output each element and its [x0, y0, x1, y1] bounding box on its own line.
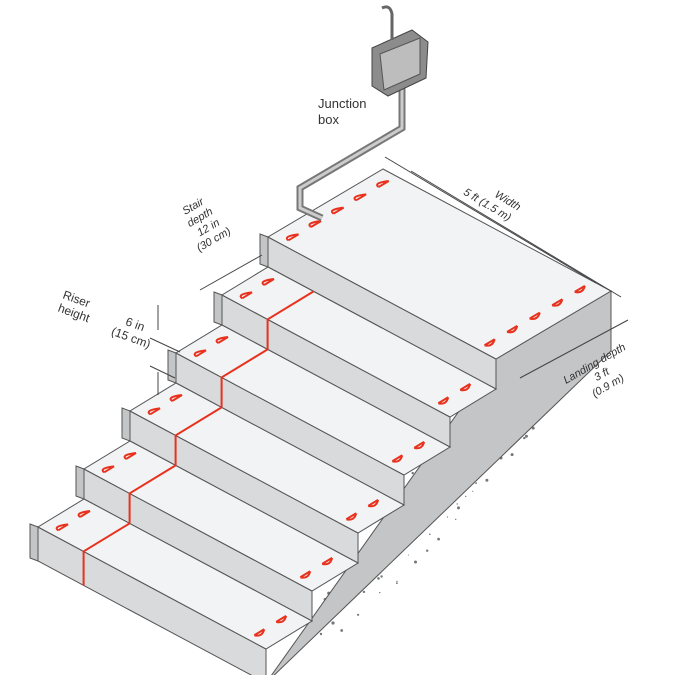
- gravel-speck: [396, 582, 398, 585]
- heating-cable-run: [55, 509, 288, 637]
- heating-cable-riser: [266, 290, 315, 350]
- step-left-face: [75, 465, 85, 500]
- gravel-speck: [340, 629, 344, 632]
- gravel-speck: [379, 591, 381, 594]
- gravel-speck: [411, 471, 414, 475]
- stair-steps: [29, 168, 613, 675]
- gravel-speck: [331, 621, 335, 625]
- gravel-speck: [380, 575, 383, 578]
- gravel-speck: [414, 560, 417, 564]
- step-left-face: [167, 349, 177, 384]
- width-extension-line: [410, 170, 622, 298]
- gravel-speck: [319, 632, 323, 636]
- step-left-face: [259, 233, 269, 268]
- gravel-speck: [472, 490, 474, 492]
- gravel-speck: [429, 533, 431, 536]
- heating-cable-riser: [82, 522, 131, 586]
- gravel-speck: [523, 436, 526, 440]
- step-left-face: [213, 291, 223, 326]
- riser-extension-line: [149, 365, 176, 379]
- heating-cable-run: [239, 277, 472, 405]
- gravel-speck: [396, 580, 398, 583]
- width-dimension-line: [384, 156, 597, 284]
- heating-cable-run: [285, 179, 586, 347]
- heating-cable-riser: [174, 406, 223, 466]
- junction-box-face: [379, 37, 421, 91]
- gravel-speck: [446, 516, 449, 518]
- riser-extension-line: [149, 337, 181, 353]
- gravel-speck: [455, 518, 457, 521]
- heating-cable: [55, 179, 586, 637]
- gravel-speck: [524, 434, 528, 438]
- junction-label: box: [318, 112, 339, 127]
- gravel-speck: [456, 503, 458, 505]
- heating-cable-run: [101, 451, 334, 579]
- gravel-speck: [485, 478, 489, 482]
- gravel-speck: [408, 554, 409, 556]
- gravel-speck: [437, 537, 440, 541]
- heating-cable-riser: [128, 464, 177, 524]
- gravel-speck: [475, 482, 477, 484]
- gravel-speck: [457, 506, 460, 510]
- riser-height-value: 6 in: [124, 314, 147, 334]
- junction-box: [296, 5, 429, 222]
- gravel-speck: [510, 453, 514, 457]
- heating-cable-run: [193, 335, 426, 463]
- gravel-speck: [465, 495, 467, 498]
- step-left-face: [121, 407, 131, 442]
- stair-depth-dimension-line: [199, 254, 263, 291]
- conduit-highlight: [298, 88, 404, 220]
- junction-label: Junction: [318, 96, 366, 111]
- heating-cable-riser: [220, 348, 269, 408]
- gravel-speck: [531, 426, 535, 430]
- dimension-lines: [149, 156, 629, 395]
- heating-cable-run: [147, 393, 380, 521]
- gravel-speck: [426, 549, 429, 552]
- landing-depth-dimension-line: [519, 319, 629, 379]
- gravel-speck: [362, 590, 366, 594]
- junction-box-cable-top: [381, 5, 394, 40]
- gravel-speck: [377, 577, 380, 580]
- gravel-speck: [357, 613, 360, 616]
- step-left-face: [29, 523, 39, 562]
